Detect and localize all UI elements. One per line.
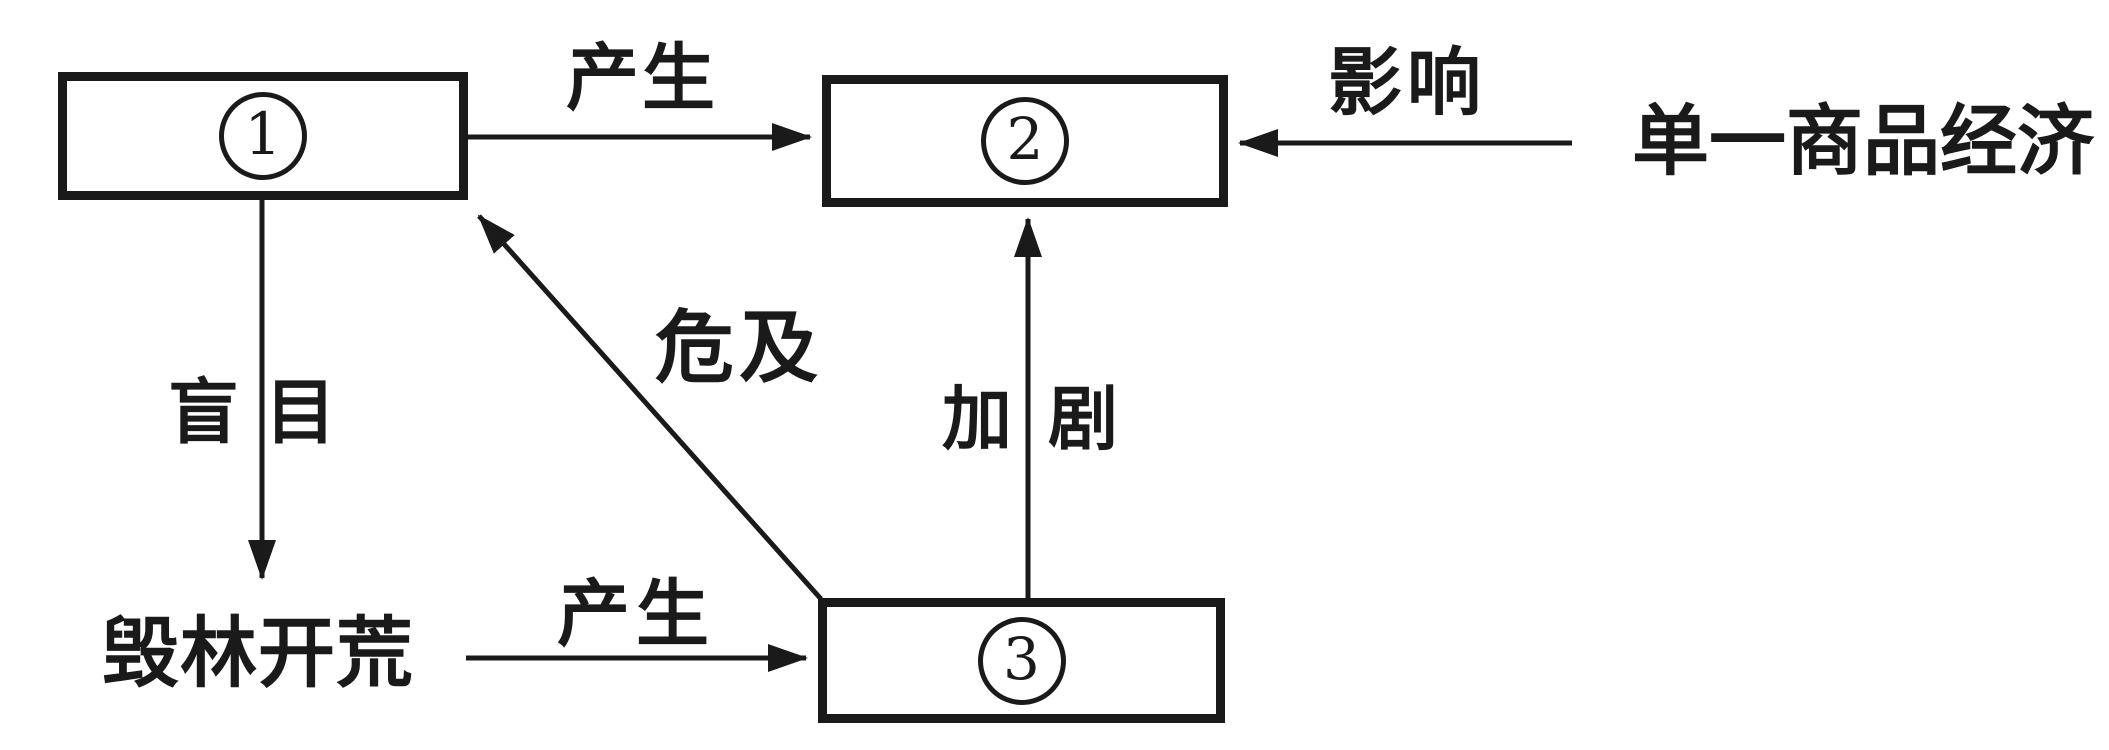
box-2-circled-number: 2: [981, 97, 1069, 185]
text-deforestation: 毁林开荒: [102, 610, 414, 699]
arrow-box3-to-box1: [477, 214, 823, 601]
edge-label-blind-char-2: 目: [264, 371, 336, 454]
box-3: 3: [818, 598, 1225, 723]
edge-label-intensify-char-2: 剧: [1048, 378, 1118, 460]
box-3-circled-number: 3: [977, 616, 1066, 705]
box-2: 2: [822, 75, 1228, 207]
edge-label-blind: 盲 目: [168, 376, 336, 450]
text-single-commodity-economy: 单一商品经济: [1632, 98, 2094, 187]
edge-label-blind-char-1: 盲: [168, 371, 240, 454]
edge-label-intensify: 加 剧: [942, 383, 1118, 456]
box-1: 1: [58, 72, 468, 200]
edge-label-endanger: 危及: [655, 302, 823, 394]
edge-label-intensify-char-1: 加: [942, 378, 1012, 460]
box-1-circled-number: 1: [219, 92, 307, 180]
edge-label-produce-bottom: 产生: [557, 572, 715, 657]
edge-label-influence: 影响: [1328, 40, 1486, 126]
edge-label-produce-top: 产生: [566, 36, 718, 121]
